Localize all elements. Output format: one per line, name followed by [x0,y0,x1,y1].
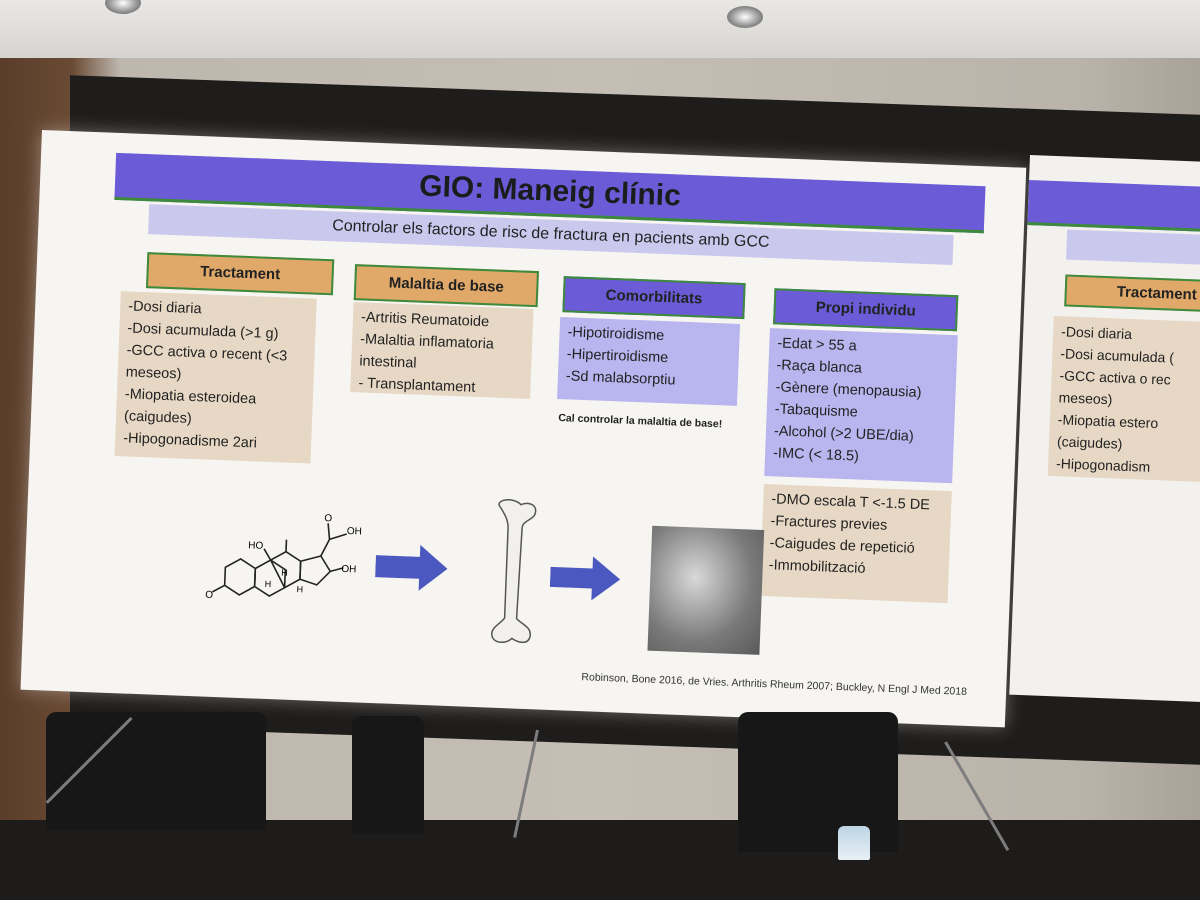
arrow-right-icon [549,556,621,601]
label-ho: HO [248,540,264,552]
arrow-right-icon [375,544,448,591]
label-oh: OH [347,526,362,538]
stage-table [0,820,1200,900]
water-bottle [838,826,870,860]
femur-bone-icon [491,499,537,644]
main-slide: GIO: Maneig clínic Controlar els factors… [20,130,1027,728]
secondary-subtitle-bar [1066,229,1200,267]
list-item: -GCC activa o recent (<3 meseos) [125,342,288,383]
col-box-tractament: -Dosi diaria -Dosi acumulada (>1 g) -GCC… [114,291,317,464]
col-heading-comorbilitats: Comorbilitats [562,276,746,320]
col-box-malaltia: -Artritis Reumatoide -Malaltia inflamato… [350,302,534,399]
secondary-col-heading: Tractament [1064,274,1200,314]
steroid-molecule-icon: O HO O OH OH H H H [205,513,362,601]
col-heading-propi-individu: Propi individu [773,288,959,332]
ceiling-light [727,6,763,28]
ceiling [0,0,1200,58]
label-oh: OH [341,564,356,576]
xray-image [647,525,765,655]
chair-back [352,716,424,834]
label-o: O [205,590,213,601]
col-box-propi-individu-secondary: -DMO escala T <-1.5 DE -Fractures previe… [759,483,952,604]
ceiling-light [105,0,141,14]
secondary-slide: Tractament -Dosi diaria -Dosi acumulada … [1009,155,1200,704]
note-text: Cal controlar la malaltia de base! [558,412,723,431]
secondary-col-box: -Dosi diaria -Dosi acumulada ( -GCC acti… [1047,316,1200,484]
list-item: -Malaltia inflamatoria intestinal [359,331,495,372]
chair-back [46,712,266,830]
col-box-comorbilitats: -Hipotiroidisme -Hipertiroidisme -Sd mal… [557,317,741,406]
list-item: -Hipogonadism [1055,455,1151,475]
list-item: -Miopatia esteroidea (caigudes) [123,386,257,427]
label-h: H [265,579,272,589]
label-h: H [296,584,303,594]
col-heading-tractament: Tractament [146,252,335,296]
citation-text: Robinson, Bone 2016, de Vries. Arthritis… [581,671,968,698]
secondary-title-bar [1027,179,1200,234]
label-o: O [324,513,332,524]
col-box-propi-individu: -Edat > 55 a -Raça blanca -Gènere (menop… [764,328,958,484]
label-h: H [281,568,288,578]
chair-back [738,712,898,852]
col-heading-malaltia: Malaltia de base [353,264,539,308]
